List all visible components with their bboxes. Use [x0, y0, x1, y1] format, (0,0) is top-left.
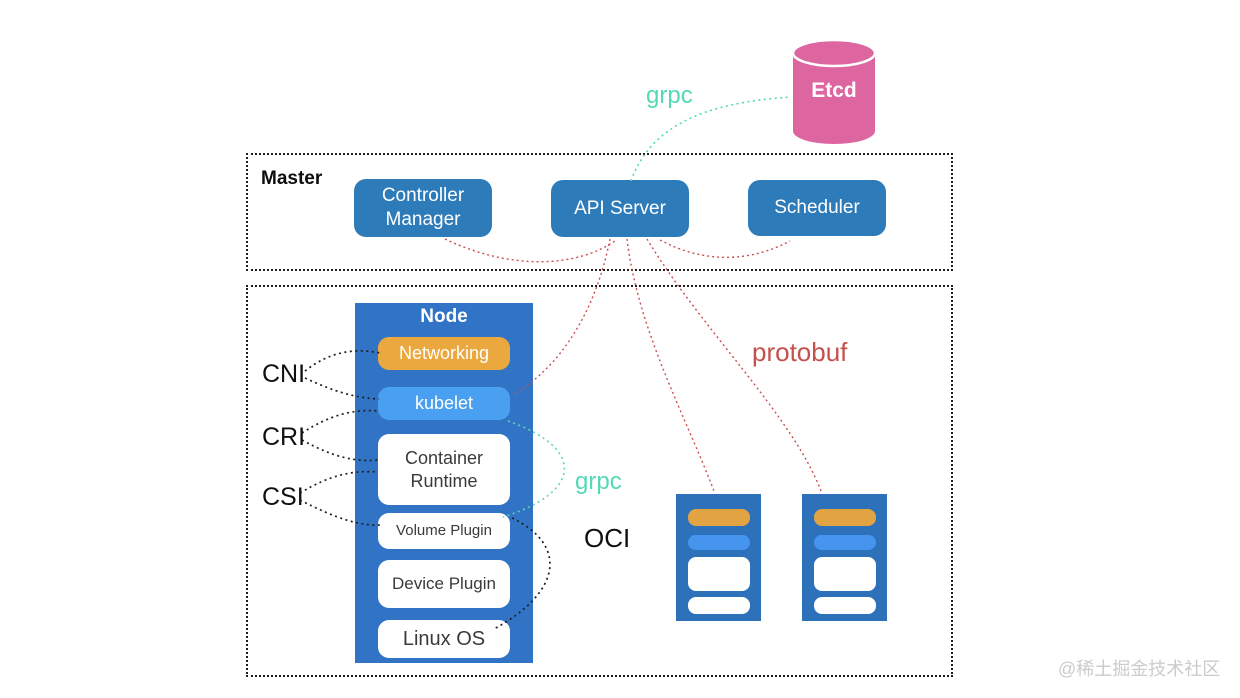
mini-runtime-bar	[687, 557, 750, 591]
cri-label: CRI	[262, 423, 306, 451]
worker-node-thumbnail	[802, 494, 887, 621]
controller-manager-node: Controller Manager	[354, 179, 492, 237]
container-runtime-component: Container Runtime	[378, 434, 510, 505]
mini-kubelet-bar	[687, 535, 750, 550]
mini-networking-bar	[687, 509, 750, 526]
worker-node-thumbnail	[676, 494, 761, 621]
linux-os-component: Linux OS	[378, 620, 510, 658]
mini-os-bar	[687, 597, 750, 614]
mini-runtime-bar	[813, 557, 876, 591]
oci-label: OCI	[584, 523, 631, 553]
csi-label: CSI	[262, 483, 304, 511]
node-title: Node	[420, 306, 468, 327]
mini-networking-bar	[813, 509, 876, 526]
etcd-database: Etcd	[791, 37, 877, 147]
api-server-node: API Server	[551, 180, 689, 237]
device-plugin-component: Device Plugin	[378, 560, 510, 608]
grpc-etcd-label: grpc	[646, 82, 693, 109]
kubelet-component: kubelet	[378, 387, 510, 420]
mini-os-bar	[813, 597, 876, 614]
scheduler-node: Scheduler	[748, 180, 886, 236]
etcd-label: Etcd	[811, 79, 857, 102]
protobuf-label: protobuf	[752, 337, 848, 367]
master-title: Master	[261, 168, 323, 189]
watermark: @稀土掘金技术社区	[1058, 659, 1221, 679]
volume-plugin-component: Volume Plugin	[378, 513, 510, 549]
database-cylinder-icon	[791, 38, 877, 144]
mini-kubelet-bar	[813, 535, 876, 550]
cni-label: CNI	[262, 360, 306, 388]
grpc-cri-label: grpc	[575, 468, 622, 495]
networking-component: Networking	[378, 337, 510, 370]
